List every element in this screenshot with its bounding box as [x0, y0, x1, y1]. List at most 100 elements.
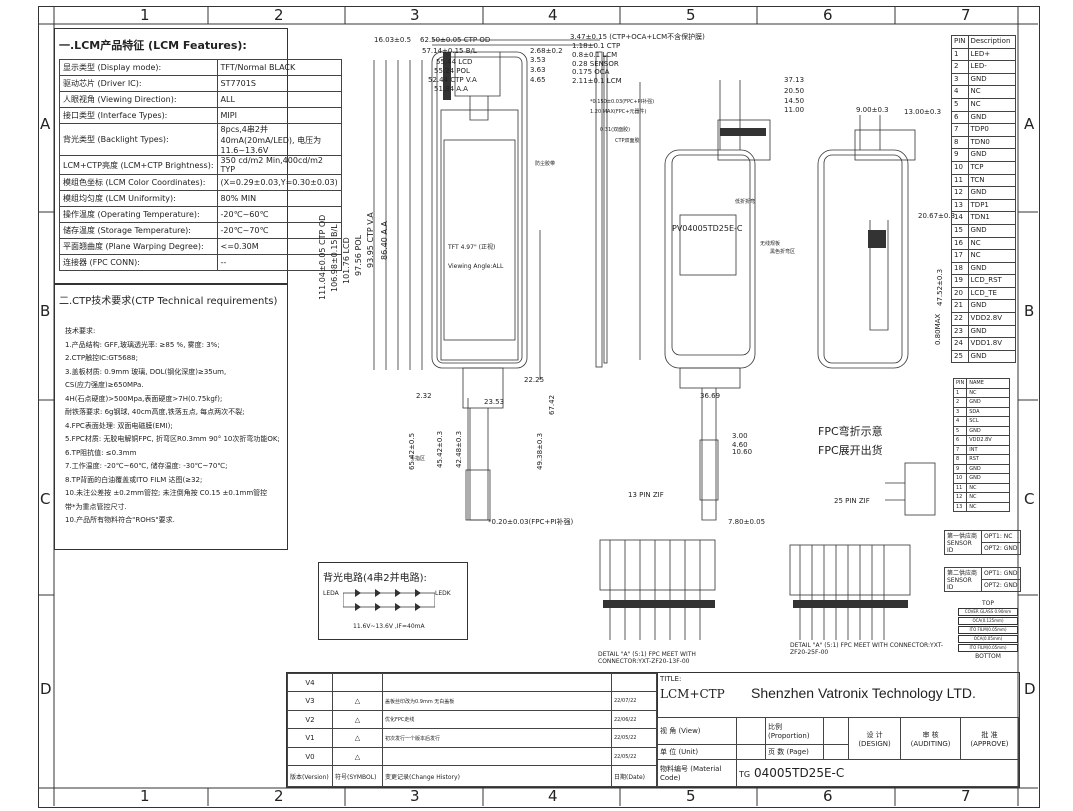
revision-row: V0△22/05/22	[287, 746, 657, 767]
ctp-requirement-line: 2.CTP触控IC:GT5688;	[65, 354, 138, 362]
pin-description: LCD_TE	[967, 286, 1016, 301]
pin-description: GND	[967, 72, 1016, 87]
dimension-label: 20.50	[784, 87, 805, 95]
ctp-requirement-line: 10.产品所有物料符合"ROHS"要求.	[65, 516, 175, 524]
revision-row: V4	[287, 672, 657, 693]
audit-label: 审 核 (AUDITING)	[900, 716, 961, 761]
ctp-pin-number: 7	[952, 444, 968, 455]
revision-date	[611, 672, 657, 693]
stack-layer: OCA(0.05mm)	[958, 635, 1018, 643]
dimension-label: 黑色折弯区	[770, 249, 796, 255]
ctp-pin-number: 3	[952, 406, 968, 417]
pin-number: 16	[951, 236, 969, 251]
features-panel: 一.LCM产品特征 (LCM Features): 显示类型 (Display …	[54, 28, 342, 285]
material-label: 物料编号 (Material Code)	[656, 759, 738, 787]
row-a: A	[1024, 115, 1035, 133]
pin-description: TDN1	[967, 211, 1016, 225]
sensor-label: 第二供应商 SENSOR ID	[944, 567, 982, 592]
dimension-label: 111.04±0.05 CTP OD	[318, 214, 327, 300]
dimension-label: 防尘胶带	[535, 161, 556, 167]
dimension-label: 37.13	[784, 76, 805, 84]
pin-number: 2	[951, 60, 969, 74]
dimension-label: 4.65	[530, 76, 546, 84]
pin-description: TDN0	[967, 135, 1016, 150]
stack-layer: ITO FILM(0.05mm)	[958, 644, 1018, 652]
pin-description: TCP	[967, 160, 1016, 175]
dimension-label: 3.63	[530, 66, 546, 74]
dimension-label: 93.95 CTP V.A	[366, 212, 375, 268]
unit-label: 单 位 (Unit)	[656, 743, 738, 761]
symbol-header: 符号(SYMBOL)	[332, 765, 383, 787]
revision-symbol-icon: △	[332, 709, 383, 730]
detail-a1-label: DETAIL "A" (5:1) FPC MEET WITH CONNECTOR…	[598, 651, 696, 665]
row-b: B	[40, 302, 51, 320]
drawing-sheet	[38, 6, 1040, 808]
pin-description: GND	[967, 223, 1016, 238]
dimension-label: 7.80±0.05	[728, 518, 766, 526]
dimension-label: 49.38±0.3	[536, 432, 544, 470]
pin-description: GND	[967, 299, 1016, 314]
dimension-label: 42.48±0.3	[455, 430, 463, 468]
revision-description: 初次发行一个版本后发行	[382, 728, 612, 748]
sensor-opt1: OPT1: NC	[981, 530, 1021, 543]
ctp-requirement-line: 1.产品结构: GFF,玻璃透光率: ≥85 %, 雾度: 3%;	[65, 340, 220, 349]
ctp-requirement-line: 3.盖板材质: 0.9mm 玻璃, DOL(钢化深度)≥35um,	[65, 367, 227, 376]
feature-row: 接口类型 (Interface Types):MIPI	[59, 107, 342, 124]
pin-description: TDP1	[967, 198, 1016, 213]
dimension-label: 97.56 POL	[354, 234, 363, 276]
ctp-pin-name: SCL	[966, 416, 1011, 427]
ctp-requirement-line: 7.工作温度: -20℃~60℃, 储存温度: -30℃~70℃;	[65, 462, 228, 470]
revision-description	[382, 672, 612, 693]
stack-layer: COVER GLASS 0.90mm	[958, 608, 1018, 616]
pin-number: 17	[951, 249, 969, 263]
view-label: 视 角 (View)	[656, 717, 738, 745]
dimension-label: 86.40 A.A	[380, 221, 389, 260]
design-label: 设 计 (DESIGN)	[847, 716, 902, 761]
ctp-pin-name: NC	[966, 387, 1011, 398]
dimension-label: 0.175 OCA	[572, 68, 610, 76]
col-5: 5	[686, 787, 696, 805]
revision-version: V2	[287, 709, 333, 730]
ctp-pin-number: 5	[952, 425, 968, 436]
backlight-panel: 背光电路(4串2并电路): LEDA LEDK 11.6V~13.6V ,IF=…	[318, 562, 468, 640]
ctp-requirement-line: 8.TP背面的白油覆盖或ITO FILM 达图(≥32;	[65, 475, 203, 484]
ctp-requirement-line: 4.FPC表面处理: 双面电磁膜(EMI);	[65, 421, 173, 430]
pin-number: 5	[951, 97, 969, 112]
ctp-pin-name: NC	[966, 492, 1011, 503]
dimension-label: 16.03±0.5	[374, 36, 412, 44]
pin-description: NC	[967, 85, 1016, 99]
feature-label: 连接器 (FPC CONN):	[59, 254, 218, 271]
pin-description: NC	[967, 249, 1016, 263]
col-5: 5	[686, 6, 696, 24]
ctp-pin-number: 8	[952, 454, 968, 465]
pin-description: TCN	[967, 173, 1016, 188]
ledk-label: LEDK	[435, 590, 451, 597]
detail-a2-label: DETAIL "A" (5:1) FPC MEET WITH CONNECTOR…	[790, 642, 944, 656]
revision-symbol-icon: △	[332, 746, 383, 767]
pin-number: 1	[951, 47, 969, 62]
pin-description: TDP0	[967, 123, 1016, 137]
page-label: 页 数 (Page)	[765, 743, 824, 761]
row-d: D	[40, 680, 52, 698]
revision-date: 22/05/22	[611, 746, 657, 767]
pin-description: GND	[967, 261, 1016, 276]
pin-description: VDD2.8V	[967, 312, 1016, 326]
pin-description: LED+	[967, 47, 1016, 62]
part-number-label: PV04005TD25E-C	[672, 224, 743, 233]
